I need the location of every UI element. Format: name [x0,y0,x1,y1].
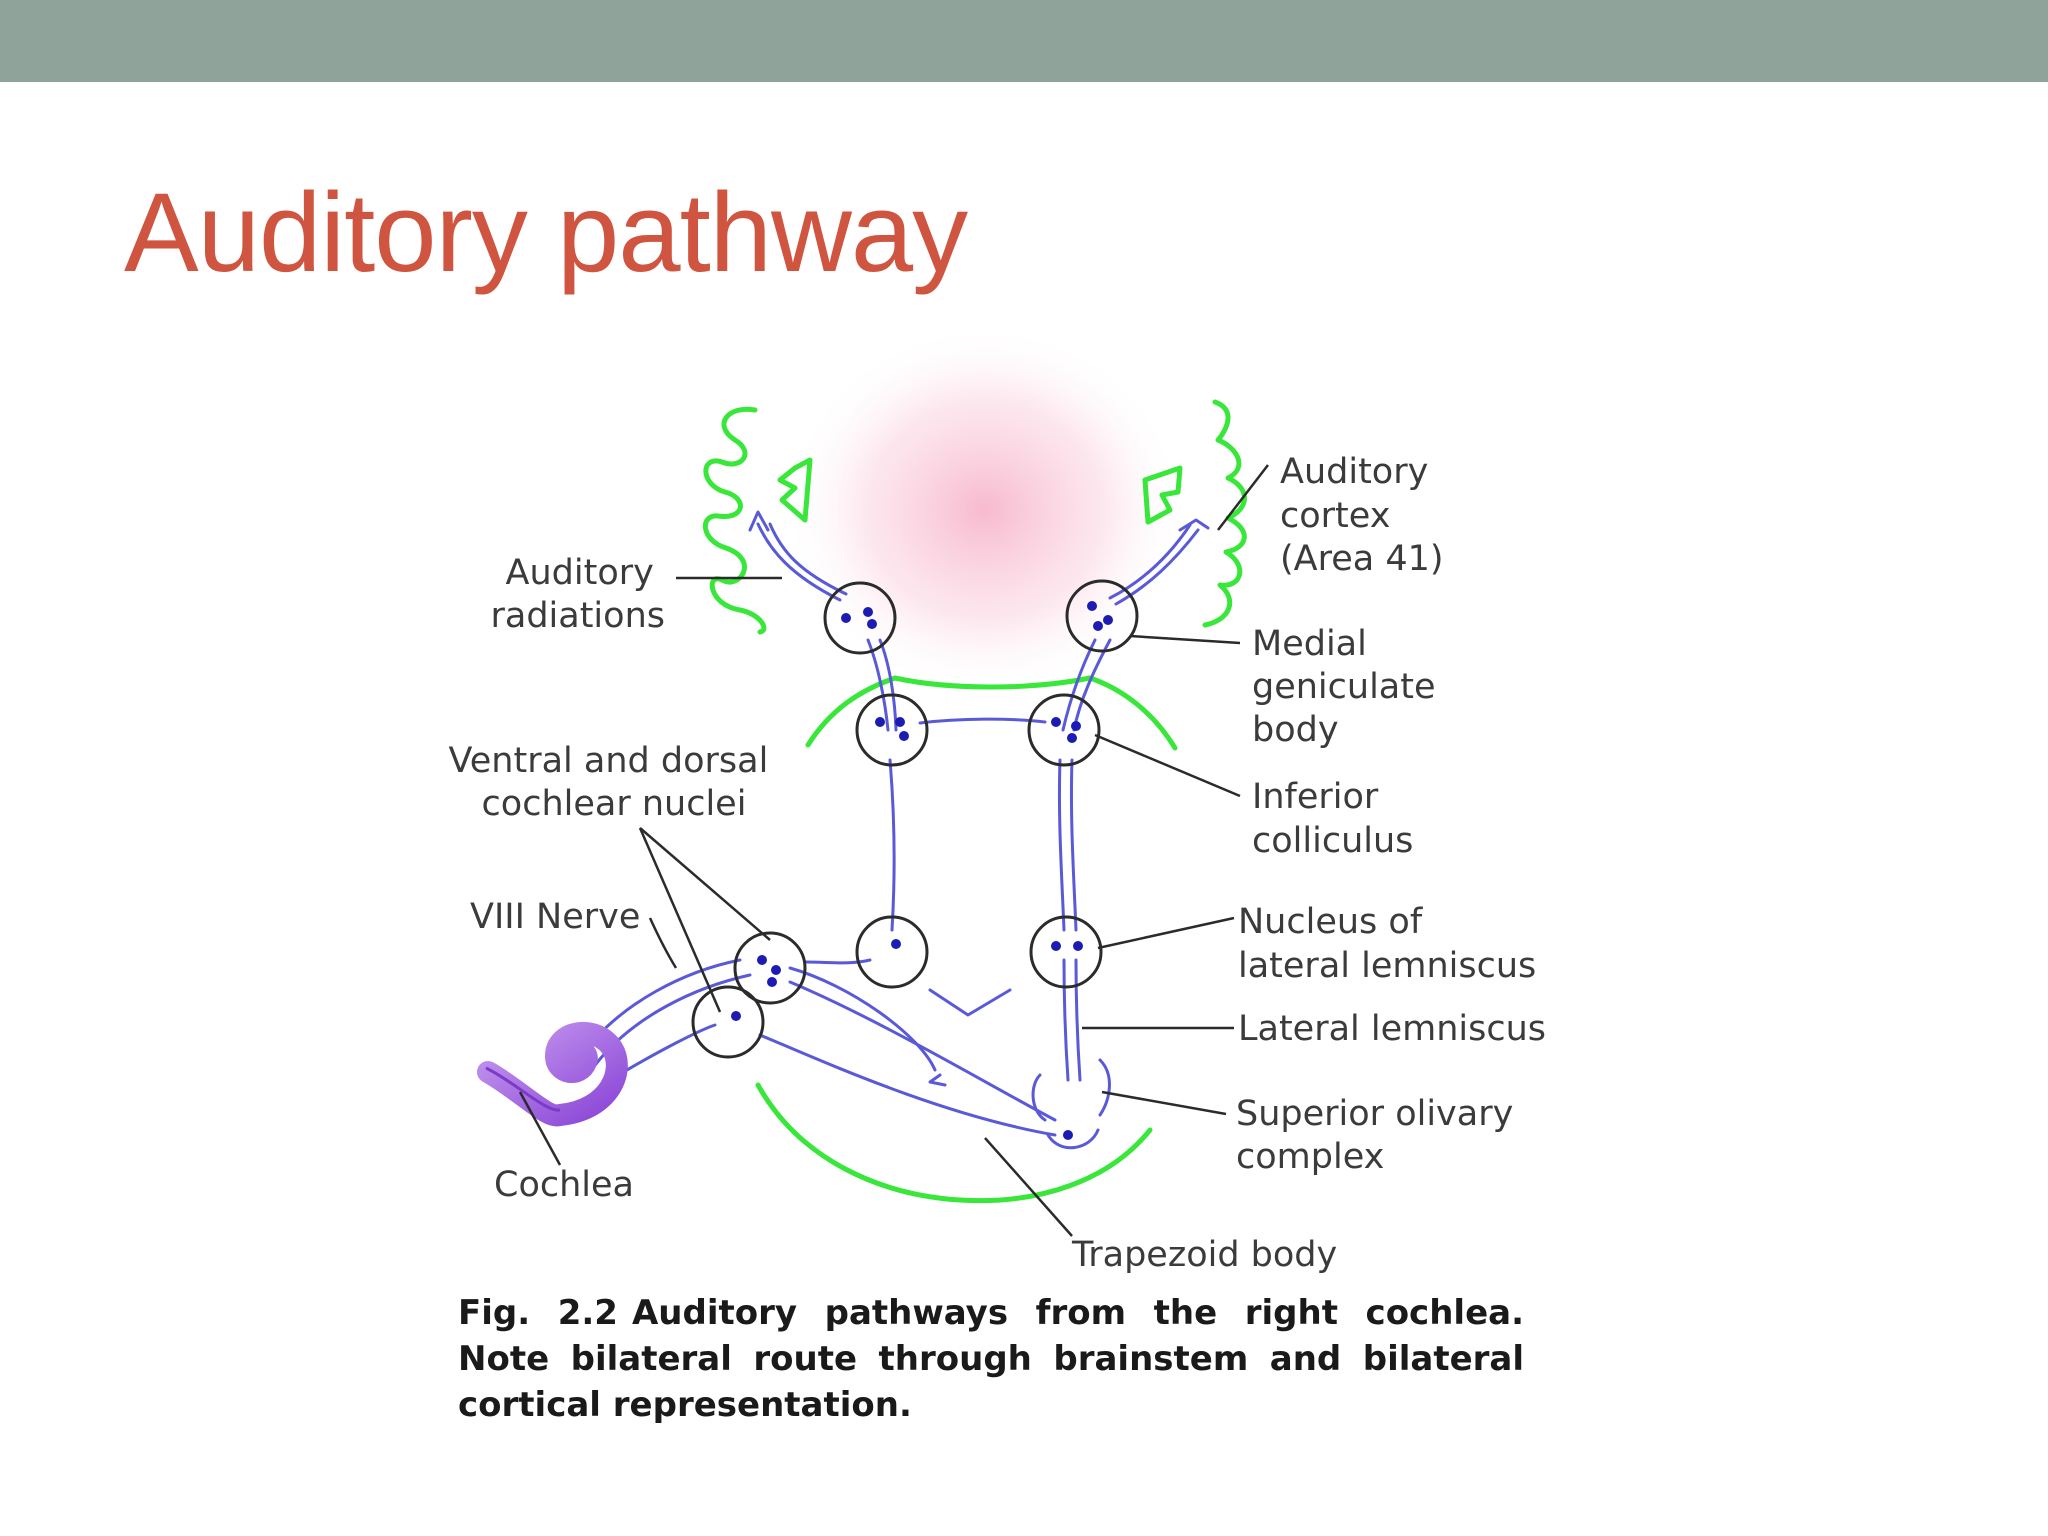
label-lateral-lemniscus: Lateral lemniscus [1238,1009,1546,1049]
cochlea-shape [477,1021,628,1127]
dorsal-cochlear-nucleus [733,931,807,1005]
figure-caption-number: Fig. 2.2 [458,1293,618,1333]
label-medial-geniculate-body: Medial geniculate body [1252,624,1447,750]
figure-caption-text: Auditory pathways from the right cochlea… [458,1293,1524,1425]
left-lateral-lemniscus-nucleus [855,915,929,989]
label-auditory-cortex: Auditory cortex (Area 41) [1280,452,1444,579]
nucleus-circles [691,579,1139,1059]
right-inferior-colliculus-nucleus [1027,693,1101,767]
label-cochlea: Cochlea [494,1165,634,1205]
cortex-highlight [785,325,1185,695]
top-bar [0,0,2048,82]
slide-title: Auditory pathway [124,170,968,295]
label-superior-olivary-complex: Superior olivary complex [1236,1094,1524,1177]
label-inferior-colliculus: Inferior colliculus [1252,777,1413,861]
ventral-cochlear-nucleus [691,985,765,1059]
diagram-labels: Auditory cortex (Area 41) Auditory radia… [449,452,1547,1275]
label-auditory-radiations: Auditory radiations [490,553,665,636]
left-inferior-colliculus-nucleus [855,693,929,767]
cell-dots [731,601,1113,1140]
right-lateral-lemniscus-nucleus [1029,915,1103,989]
right-medial-geniculate-nucleus [1065,579,1139,653]
leader-lines [518,464,1269,1237]
left-medial-geniculate-nucleus [823,581,897,655]
label-trapezoid-body: Trapezoid body [1071,1235,1337,1275]
label-cochlear-nuclei: Ventral and dorsal cochlear nuclei [449,741,780,824]
label-viii-nerve: VIII Nerve [470,897,640,937]
label-nucleus-lateral-lemniscus: Nucleus of lateral lemniscus [1238,902,1536,986]
